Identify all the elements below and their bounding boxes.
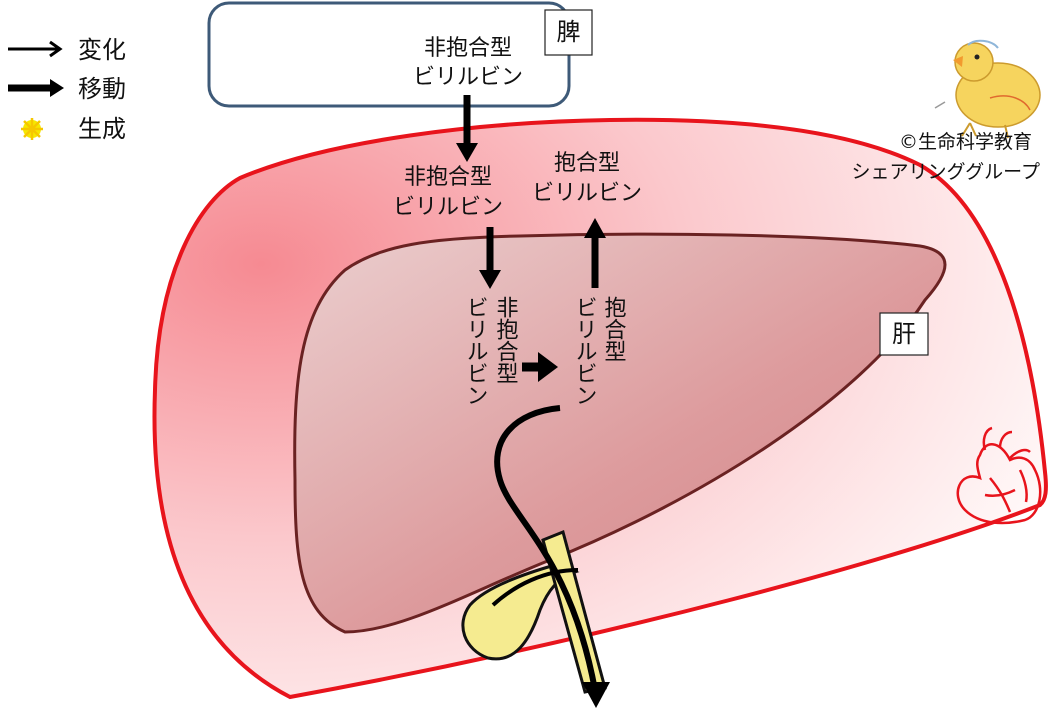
spleen-tag-box	[544, 9, 593, 56]
liver-conjugated-col1: ビリルビン	[572, 296, 597, 406]
arrow-blood-to-hepatocyte	[479, 227, 501, 289]
legend: 変化 移動 生成	[8, 36, 126, 143]
arrow-spleen-to-blood	[456, 95, 478, 162]
legend-move-arrow	[8, 79, 64, 97]
arrow-hepatocyte-to-blood	[584, 218, 606, 288]
spleen-tag: 脾	[557, 18, 581, 46]
blood-conjugated-line2: ビリルビン	[532, 181, 642, 206]
gallbladder	[461, 563, 580, 661]
liver-unconjugated-col1: ビリルビン	[463, 296, 488, 406]
credit-line1: ©生命科学教育	[899, 131, 1032, 153]
arrow-conjugation	[522, 352, 558, 382]
chick-icon	[934, 39, 1041, 139]
bile-canaliculus-line	[494, 405, 598, 691]
blood-unconjugated-line1: 非抱合型	[404, 165, 492, 190]
hepatocyte	[293, 232, 947, 634]
spleen-bilirubin-line2: ビリルビン	[413, 65, 523, 90]
cystic-duct-line	[491, 568, 579, 607]
liver-conjugated-col2: 抱合型	[601, 296, 627, 362]
blood-conjugated-line1: 抱合型	[554, 151, 620, 176]
legend-move-label: 移動	[78, 75, 126, 103]
liver-unconjugated-col2: 非抱合型	[493, 296, 519, 384]
spleen-box	[207, 1, 571, 108]
heart-icon	[956, 426, 1042, 525]
liver-tag-box	[879, 312, 929, 356]
legend-change-arrow	[8, 40, 63, 58]
liver-tag: 肝	[892, 320, 916, 348]
spleen-bilirubin-line1: 非抱合型	[424, 36, 512, 61]
legend-change-label: 変化	[78, 36, 126, 64]
arrow-to-intestine	[582, 682, 610, 708]
legend-produce-label: 生成	[78, 115, 126, 143]
sparkle-icon	[21, 118, 43, 140]
blood-unconjugated-line2: ビリルビン	[393, 195, 503, 220]
credit-line2: シェアリンググループ	[852, 161, 1040, 183]
